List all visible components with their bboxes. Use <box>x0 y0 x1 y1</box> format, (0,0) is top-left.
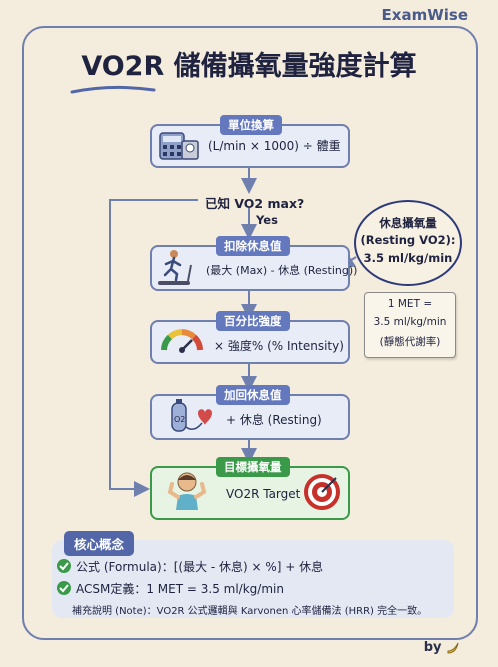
step-subtract-rest-text: (最大 (Max) - 休息 (Resting)) <box>206 264 358 277</box>
decision-question: 已知 VO2 max? <box>205 196 305 211</box>
step-add-rest-label: 加回休息值 <box>216 385 290 405</box>
decision-yes: Yes <box>256 213 278 227</box>
met-sticky-note: 1 MET = 3.5 ml/kg/min (靜態代謝率) <box>364 292 456 358</box>
step-unit-conversion-label: 單位換算 <box>220 115 282 135</box>
check-icon <box>57 581 71 595</box>
scale-calculator-icon <box>159 132 199 160</box>
step-unit-conversion-text: (L/min × 1000) ÷ 體重 <box>208 139 341 153</box>
page-title: VO2R 儲備攝氧量強度計算 <box>81 51 417 82</box>
core-note: 補充說明 (Note)：VO2R 公式邏輯與 Karvonen 心率儲備法 (H… <box>72 606 428 617</box>
footer-by: by <box>424 640 460 655</box>
oxygen-tank-heart-icon: O2 <box>171 399 212 432</box>
brand-logo: ExamWise <box>381 6 468 24</box>
treadmill-runner-icon <box>158 250 192 285</box>
resting-vo2-note: 休息攝氧量 (Resting VO2): 3.5 ml/kg/min <box>354 200 462 286</box>
step-target-vo2-label: 目標攝氧量 <box>216 457 290 477</box>
title-underline <box>70 85 156 94</box>
resting-note-line3: 3.5 ml/kg/min <box>363 251 453 265</box>
step-subtract-rest-label: 扣除休息值 <box>216 236 290 256</box>
met-note-line3: (靜態代謝率) <box>379 336 441 348</box>
target-icon <box>304 474 340 510</box>
resting-note-line2: (Resting VO2): <box>360 233 456 247</box>
intensity-gauge-icon <box>161 329 203 353</box>
step-percent-intensity-text: × 強度% (% Intensity) <box>214 339 344 353</box>
met-note-line2: 3.5 ml/kg/min <box>373 316 447 328</box>
step-target-vo2-text: VO2R Target <box>226 487 301 501</box>
outer-frame <box>22 26 478 640</box>
flexing-person-icon <box>167 472 207 510</box>
step-percent-intensity-label: 百分比強度 <box>216 311 290 331</box>
core-formula: 公式 (Formula)：[(最大 - 休息) × %] + 休息 <box>76 560 324 574</box>
core-acsm-definition: ACSM定義：1 MET = 3.5 ml/kg/min <box>76 582 284 596</box>
banana-logo-icon <box>447 642 459 654</box>
resting-note-line1: 休息攝氧量 <box>379 216 437 230</box>
footer-by-text: by <box>423 640 442 655</box>
check-icon <box>57 559 71 573</box>
core-concept-label: 核心概念 <box>64 531 135 556</box>
svg-text:O2: O2 <box>174 415 185 424</box>
step-add-rest-text: + 休息 (Resting) <box>226 413 322 427</box>
met-note-line1: 1 MET = <box>387 298 433 310</box>
